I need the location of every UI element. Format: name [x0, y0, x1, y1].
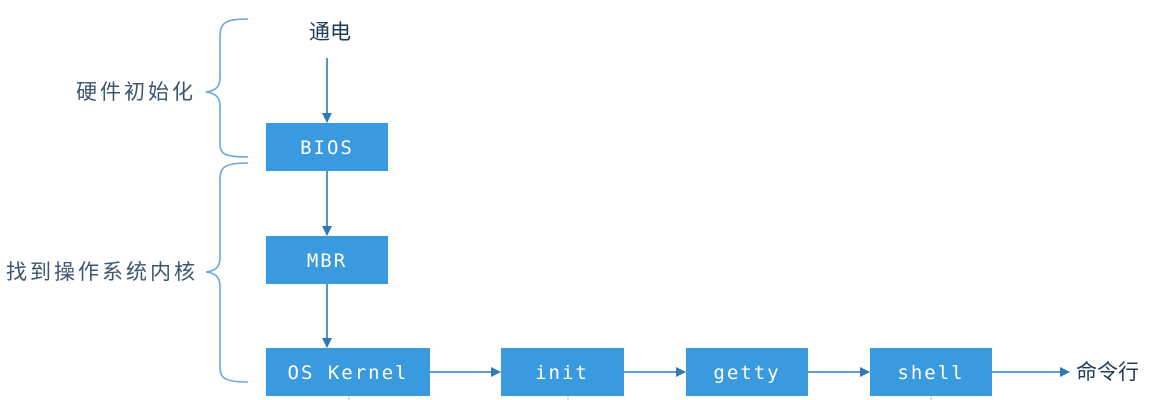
- node-bios: [266, 123, 388, 171]
- node-shell-label: shell: [897, 362, 964, 384]
- node-mbr-label: MBR: [307, 250, 347, 272]
- bracket-find-kernel: [205, 162, 249, 383]
- node-shell: [870, 348, 992, 396]
- node-mbr: [266, 236, 388, 284]
- start-label-power-on: 通电: [309, 20, 351, 44]
- end-label-command-line: 命令行: [1076, 360, 1139, 384]
- node-bios-label: BIOS: [300, 137, 354, 159]
- group-label-find-kernel: 找到操作系统内核: [6, 260, 198, 284]
- node-getty: [686, 348, 808, 396]
- group-label-hardware-init: 硬件初始化: [76, 80, 196, 104]
- node-getty-label: getty: [713, 362, 780, 384]
- node-init-label: init: [535, 362, 589, 384]
- bracket-hardware-init: [205, 18, 249, 158]
- node-init: [501, 348, 624, 396]
- node-os-kernel: [266, 348, 430, 396]
- node-os-kernel-label: OS Kernel: [288, 362, 409, 384]
